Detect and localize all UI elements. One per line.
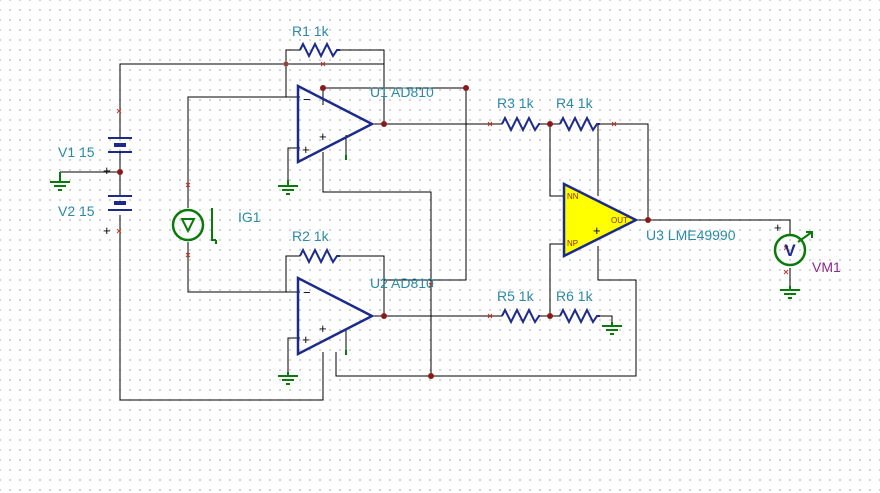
junctions bbox=[117, 85, 651, 379]
ground-vm1 bbox=[780, 286, 800, 299]
supply-plus-marker: + bbox=[319, 129, 327, 144]
voltmeter-vm1[interactable]: V + VM1 bbox=[773, 220, 841, 275]
resistor-r2[interactable]: R2 1k bbox=[292, 228, 340, 265]
plus-marker: + bbox=[103, 163, 111, 178]
resistor-r1[interactable]: R1 1k bbox=[292, 23, 340, 59]
supply-plus-marker: + bbox=[593, 223, 601, 238]
label-r2: R2 1k bbox=[292, 228, 330, 244]
junction-dot bbox=[381, 313, 387, 319]
noninverting-input-marker: + bbox=[302, 142, 310, 157]
label-r6: R6 1k bbox=[556, 288, 594, 304]
resistor-r6[interactable]: R6 1k bbox=[556, 288, 600, 325]
voltage-source-v1[interactable]: + V1 15 bbox=[58, 130, 132, 178]
out-pin-label: OUT bbox=[611, 216, 628, 225]
current-source-ig1[interactable]: IG1 bbox=[171, 208, 261, 242]
voltage-source-v2[interactable]: + V2 15 bbox=[58, 195, 132, 238]
wires bbox=[60, 49, 791, 401]
plus-marker: + bbox=[103, 223, 111, 238]
ground-u1 bbox=[278, 180, 298, 195]
resistor-r4[interactable]: R4 1k bbox=[556, 95, 600, 133]
resistor-r3[interactable]: R3 1k bbox=[497, 95, 540, 133]
supply-plus-marker: + bbox=[319, 321, 327, 336]
noninverting-input-marker: + bbox=[302, 332, 310, 347]
nn-pin-label: NN bbox=[567, 192, 579, 201]
inverting-input-marker: − bbox=[303, 285, 311, 300]
ground-v-junction bbox=[50, 172, 70, 191]
label-r5: R5 1k bbox=[497, 288, 535, 304]
meter-symbol: V bbox=[784, 241, 796, 260]
resistor-r5[interactable]: R5 1k bbox=[497, 288, 540, 325]
label-r3: R3 1k bbox=[497, 95, 535, 111]
ground-r6 bbox=[602, 322, 622, 335]
label-ig1: IG1 bbox=[238, 209, 261, 225]
label-v1: V1 15 bbox=[58, 144, 95, 160]
junction-dot bbox=[463, 85, 469, 91]
ground-u2 bbox=[278, 372, 298, 385]
opamp-u2[interactable]: − + + U2 AD810 bbox=[296, 275, 434, 357]
opamp-u3[interactable]: NN NP OUT + U3 LME49990 bbox=[562, 181, 736, 259]
label-r1: R1 1k bbox=[292, 23, 330, 39]
opamp-u1[interactable]: − + + U1 AD810 bbox=[296, 83, 434, 165]
junction-dot bbox=[381, 121, 387, 127]
inverting-input-marker: − bbox=[303, 92, 311, 107]
junction-dot bbox=[428, 373, 434, 379]
junction-dot bbox=[547, 313, 553, 319]
np-pin-label: NP bbox=[567, 239, 578, 248]
junction-dot bbox=[645, 217, 651, 223]
label-v2: V2 15 bbox=[58, 203, 95, 219]
junction-dot bbox=[117, 169, 123, 175]
label-u1: U1 AD810 bbox=[370, 84, 434, 100]
label-r4: R4 1k bbox=[556, 95, 594, 111]
pin-markers bbox=[116, 61, 789, 319]
label-u2: U2 AD810 bbox=[370, 275, 434, 291]
label-u3: U3 LME49990 bbox=[646, 227, 736, 243]
junction-dot bbox=[547, 121, 553, 127]
label-vm1: VM1 bbox=[812, 259, 841, 275]
junction-dot bbox=[320, 85, 326, 91]
plus-marker: + bbox=[774, 220, 782, 235]
